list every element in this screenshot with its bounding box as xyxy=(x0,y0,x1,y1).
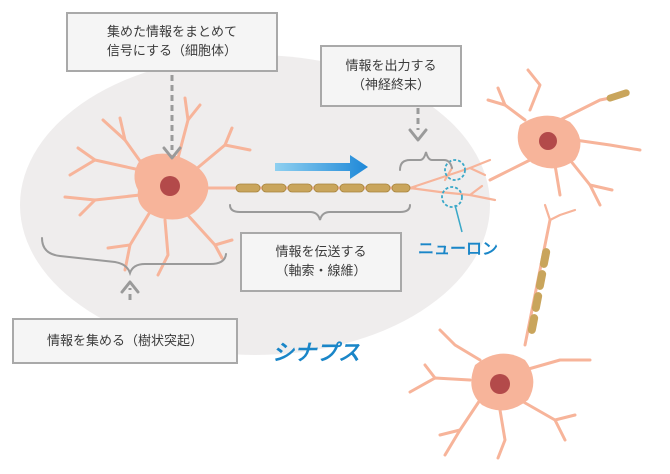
signal-direction-arrow xyxy=(275,155,368,179)
main-nucleus xyxy=(160,176,180,196)
soma-label-box: 集めた情報をまとめて 信号にする（細胞体） xyxy=(66,12,278,72)
neuron-bottom-right-myelin xyxy=(527,248,551,334)
synapse-circle-lower xyxy=(441,186,463,208)
main-dendrites xyxy=(63,96,252,277)
neuron-bottom-right-nucleus xyxy=(490,374,510,394)
axon-bracket xyxy=(229,204,411,221)
synapse-circle-upper xyxy=(444,159,466,181)
dendrite-label-box: 情報を集める（樹状突起） xyxy=(12,318,238,364)
axon-label-line2: （軸索・線維） xyxy=(275,264,367,279)
terminal-label-box: 情報を出力する （神経終末） xyxy=(320,45,462,107)
dendrite-label-line1: 情報を集める（樹状突起） xyxy=(46,333,203,349)
synapse-label: シナプス xyxy=(272,341,361,366)
terminal-label-line1: 情報を出力する xyxy=(345,59,437,74)
soma-label-line1: 集めた情報をまとめて xyxy=(106,25,237,40)
axon-terminals xyxy=(408,158,497,202)
bracket-group xyxy=(41,151,453,277)
neuron-top-right-nucleus xyxy=(539,132,557,150)
dendrite-bracket xyxy=(41,237,227,277)
neuron-label: ニューロン xyxy=(418,239,499,258)
synapse-pointer-line xyxy=(454,204,463,233)
myelin-sheath xyxy=(235,183,411,193)
neuron-top-right xyxy=(486,68,642,207)
axon-label-box: 情報を伝送する （軸索・線維） xyxy=(240,232,402,292)
pointer-arrows xyxy=(128,75,420,300)
pointer-arrowheads xyxy=(120,128,428,294)
soma-label-line2: 信号にする（細胞体） xyxy=(106,44,238,59)
terminal-bracket xyxy=(399,151,453,171)
neuron-top-right-myelin xyxy=(606,89,630,102)
terminal-label-line2: （神経終末） xyxy=(351,78,430,93)
axon-label-line1: 情報を伝送する xyxy=(275,245,367,260)
